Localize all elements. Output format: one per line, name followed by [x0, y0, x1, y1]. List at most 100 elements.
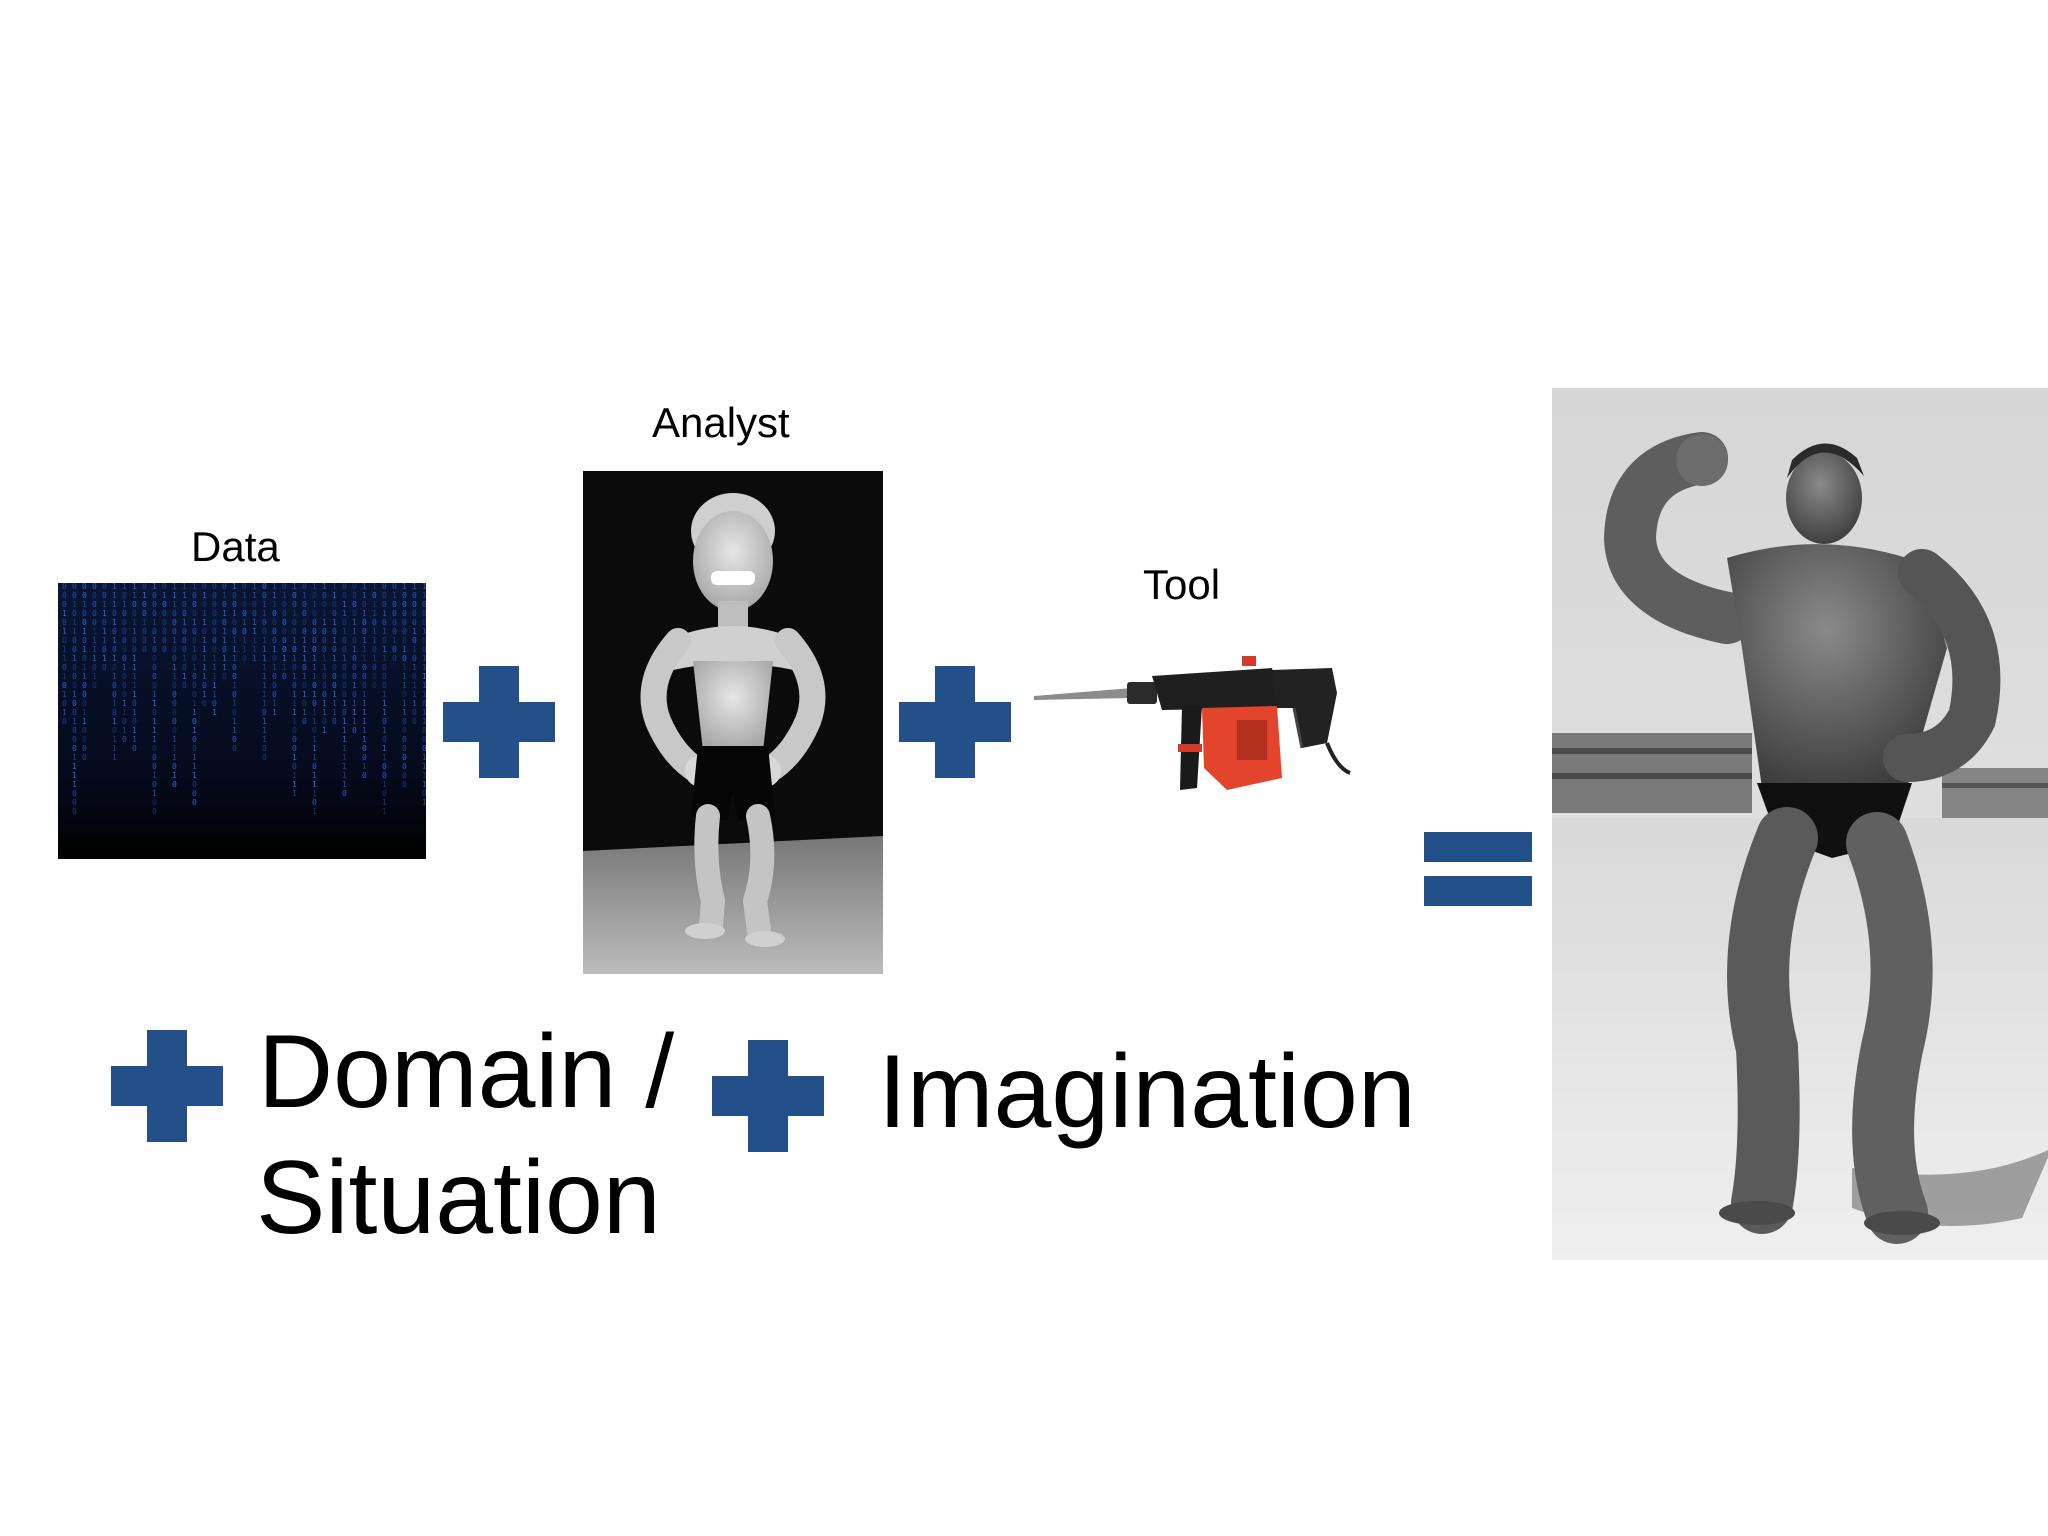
svg-text:0: 0 — [332, 672, 337, 681]
svg-text:1: 1 — [62, 654, 67, 663]
svg-text:1: 1 — [362, 699, 367, 708]
svg-text:1: 1 — [282, 663, 287, 672]
svg-text:1: 1 — [362, 636, 367, 645]
svg-text:0: 0 — [322, 600, 327, 609]
svg-text:0: 0 — [122, 654, 127, 663]
svg-text:1: 1 — [262, 699, 267, 708]
svg-text:0: 0 — [402, 735, 407, 744]
svg-text:0: 0 — [192, 600, 197, 609]
svg-text:0: 0 — [232, 690, 237, 699]
svg-text:0: 0 — [222, 600, 227, 609]
svg-text:1: 1 — [402, 699, 407, 708]
svg-text:1: 1 — [112, 717, 117, 726]
domain-text-line2: Situation — [256, 1140, 661, 1256]
analyst-image — [583, 471, 883, 974]
svg-text:0: 0 — [362, 627, 367, 636]
svg-text:0: 0 — [222, 583, 227, 591]
svg-text:0: 0 — [82, 681, 87, 690]
svg-text:0: 0 — [122, 636, 127, 645]
svg-text:0: 0 — [132, 699, 137, 708]
svg-text:1: 1 — [152, 699, 157, 708]
svg-text:1: 1 — [382, 744, 387, 753]
svg-text:1: 1 — [252, 618, 257, 627]
svg-text:0: 0 — [382, 600, 387, 609]
svg-text:0: 0 — [202, 627, 207, 636]
svg-text:0: 0 — [122, 717, 127, 726]
svg-text:0: 0 — [182, 681, 187, 690]
svg-text:0: 0 — [402, 762, 407, 771]
svg-text:0: 0 — [82, 618, 87, 627]
svg-text:0: 0 — [212, 583, 217, 591]
svg-text:0: 0 — [212, 618, 217, 627]
svg-text:1: 1 — [352, 627, 357, 636]
svg-text:0: 0 — [142, 609, 147, 618]
svg-text:0: 0 — [402, 627, 407, 636]
svg-text:1: 1 — [192, 583, 197, 591]
svg-text:1: 1 — [312, 753, 317, 762]
svg-text:1: 1 — [72, 762, 77, 771]
svg-text:1: 1 — [412, 583, 417, 591]
svg-text:1: 1 — [352, 708, 357, 717]
svg-text:0: 0 — [102, 645, 107, 654]
svg-text:1: 1 — [262, 717, 267, 726]
svg-text:1: 1 — [132, 654, 137, 663]
svg-text:0: 0 — [162, 636, 167, 645]
svg-text:1: 1 — [222, 591, 227, 600]
svg-text:1: 1 — [332, 636, 337, 645]
svg-text:1: 1 — [82, 708, 87, 717]
svg-text:0: 0 — [362, 771, 367, 780]
data-label: Data — [191, 523, 280, 570]
svg-text:0: 0 — [422, 735, 426, 744]
svg-text:0: 0 — [232, 600, 237, 609]
svg-text:1: 1 — [262, 609, 267, 618]
svg-text:1: 1 — [342, 771, 347, 780]
svg-text:0: 0 — [402, 717, 407, 726]
svg-text:0: 0 — [152, 663, 157, 672]
svg-text:1: 1 — [342, 780, 347, 789]
svg-text:1: 1 — [132, 663, 137, 672]
svg-text:0: 0 — [292, 663, 297, 672]
svg-text:0: 0 — [72, 699, 77, 708]
svg-text:0: 0 — [172, 690, 177, 699]
svg-text:0: 0 — [82, 609, 87, 618]
bodybuilder-image — [1552, 388, 2048, 1260]
svg-text:0: 0 — [72, 681, 77, 690]
svg-text:0: 0 — [362, 744, 367, 753]
svg-text:1: 1 — [312, 780, 317, 789]
svg-text:0: 0 — [92, 663, 97, 672]
svg-text:0: 0 — [82, 744, 87, 753]
svg-text:0: 0 — [422, 600, 426, 609]
svg-text:0: 0 — [202, 583, 207, 591]
svg-text:0: 0 — [142, 583, 147, 591]
svg-text:1: 1 — [72, 690, 77, 699]
svg-text:1: 1 — [192, 708, 197, 717]
svg-text:1: 1 — [262, 645, 267, 654]
svg-text:0: 0 — [222, 618, 227, 627]
svg-text:1: 1 — [312, 735, 317, 744]
svg-text:0: 0 — [382, 789, 387, 798]
svg-text:0: 0 — [232, 618, 237, 627]
svg-text:0: 0 — [352, 591, 357, 600]
svg-text:0: 0 — [72, 744, 77, 753]
svg-text:0: 0 — [312, 681, 317, 690]
svg-text:0: 0 — [342, 672, 347, 681]
svg-text:0: 0 — [172, 609, 177, 618]
svg-text:0: 0 — [172, 726, 177, 735]
svg-text:0: 0 — [212, 627, 217, 636]
svg-text:0: 0 — [412, 717, 417, 726]
svg-text:1: 1 — [392, 591, 397, 600]
svg-text:0: 0 — [292, 627, 297, 636]
svg-text:1: 1 — [382, 627, 387, 636]
svg-text:0: 0 — [92, 600, 97, 609]
svg-text:1: 1 — [342, 762, 347, 771]
svg-text:1: 1 — [422, 672, 426, 681]
svg-text:0: 0 — [72, 798, 77, 807]
svg-text:1: 1 — [292, 583, 297, 591]
svg-text:1: 1 — [112, 618, 117, 627]
svg-text:0: 0 — [272, 672, 277, 681]
svg-text:0: 0 — [282, 636, 287, 645]
svg-text:1: 1 — [242, 645, 247, 654]
svg-text:1: 1 — [122, 583, 127, 591]
svg-text:1: 1 — [322, 699, 327, 708]
svg-text:0: 0 — [402, 753, 407, 762]
